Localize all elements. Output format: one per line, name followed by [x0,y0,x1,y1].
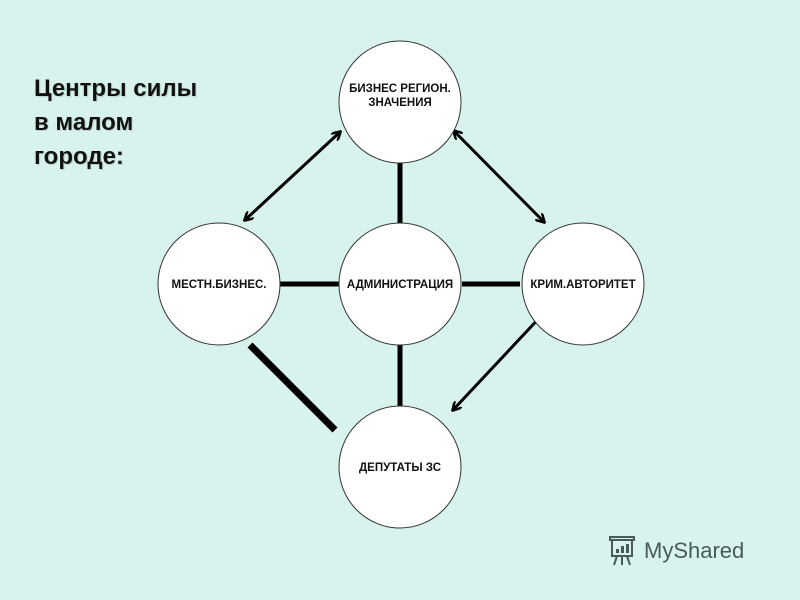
node-bottom-label: ДЕПУТАТЫ ЗС [358,462,442,474]
watermark: MyShared [606,534,744,568]
node-right-label: КРИМ.АВТОРИТЕТ [530,279,636,291]
node-bottom-circle [338,405,462,529]
node-center-circle [338,222,462,346]
arrow-right-bottom [453,314,543,410]
node-left-label: МЕСТН.БИЗНЕС. [171,279,267,291]
node-right-circle [521,222,645,346]
presentation-board-icon [609,536,635,566]
arrow-top-left [245,132,340,220]
arrow-top-right [454,131,544,222]
node-center-label: АДМИНИСТРАЦИЯ [346,279,454,291]
slide-title: Центры силы в малом городе: [34,75,198,170]
node-top-label: БИЗНЕС РЕГИОН. ЗНАЧЕНИЯ [349,83,451,109]
node-left-circle [157,222,281,346]
node-top-circle [338,40,462,164]
line-left-bottom [247,342,338,433]
watermark-text: MyShared [644,538,745,563]
